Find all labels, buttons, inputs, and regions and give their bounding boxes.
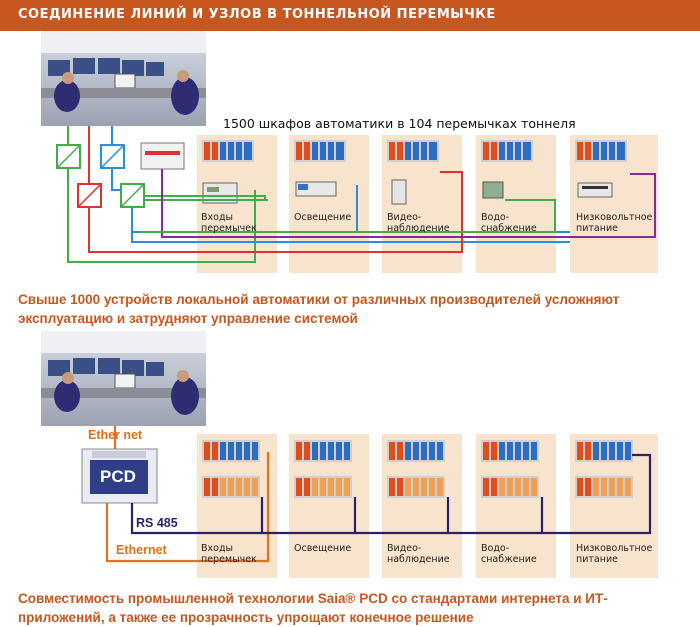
top-panel-label-line1: Низковольтное [576,212,653,223]
top-panel-label-line1: Освещение [294,212,352,223]
header-title: СОЕДИНЕНИЕ ЛИНИЙ И УЗЛОВ В ТОННЕЛЬНОЙ ПЕ… [18,7,496,22]
top-panel-label-line2: наблюдение [387,223,450,234]
top-panel-label-line2: питание [576,223,618,234]
top-title: 1500 шкафов автоматики в 104 перемычках … [223,116,576,131]
top-panel-label-video: Видео- наблюдение [387,212,477,234]
control-room-photo-bottom [41,331,206,426]
bottom-panel-label-line1: Водо- [481,543,510,554]
top-panel-label-water: Водо- снабжение [481,212,571,234]
bottom-panel-label-line1: Освещение [294,543,352,554]
bottom-caption: Совместимость промышленной технологии Sa… [18,591,608,625]
top-panel-label-line1: Водо- [481,212,510,223]
rs485-label: RS 485 [136,516,178,530]
bottom-panel-label-line2: питание [576,554,618,565]
bottom-panel-label-line2: снабжение [481,554,537,565]
header-bar: СОЕДИНЕНИЕ ЛИНИЙ И УЗЛОВ В ТОННЕЛЬНОЙ ПЕ… [0,0,700,31]
control-room-photo-top [41,31,206,126]
ethernet-bottom-label: Ethernet [116,543,167,557]
bottom-panel-label-line1: Видео- [387,543,422,554]
top-panel-label-lighting: Освещение [294,212,384,223]
top-local-devices [202,179,613,205]
bottom-panel-label-entrances: Входы перемычек [201,543,291,565]
pcd-controller [81,448,158,504]
top-converters [56,142,185,208]
top-wiring [67,126,656,263]
pcd-label: PCD [100,467,136,486]
top-panel-label-entrances: Входы перемычек [201,212,291,234]
bottom-panel-label-line2: перемычек [201,554,257,565]
top-panel-label-line2: снабжение [481,223,537,234]
bottom-panel-label-power: Низковольтное питание [576,543,666,565]
top-panel-label-power: Низковольтное питание [576,212,666,234]
bottom-panel-label-line1: Входы [201,543,234,554]
ethernet-top-label: Ether net [88,428,143,442]
top-panel-label-line1: Входы [201,212,234,223]
bottom-panel-label-lighting: Освещение [294,543,384,554]
top-panel-label-line2: перемычек [201,223,257,234]
bottom-panel-label-video: Видео- наблюдение [387,543,477,565]
bottom-panel-label-line1: Низковольтное [576,543,653,554]
bottom-panel-label-line2: наблюдение [387,554,450,565]
top-caption: Свыше 1000 устройств локальной автоматик… [18,292,620,326]
bottom-modules [202,440,633,498]
top-terminal-strips [202,140,627,162]
top-panel-label-line1: Видео- [387,212,422,223]
bottom-panel-label-water: Водо- снабжение [481,543,571,565]
bottom-wiring [105,426,652,563]
